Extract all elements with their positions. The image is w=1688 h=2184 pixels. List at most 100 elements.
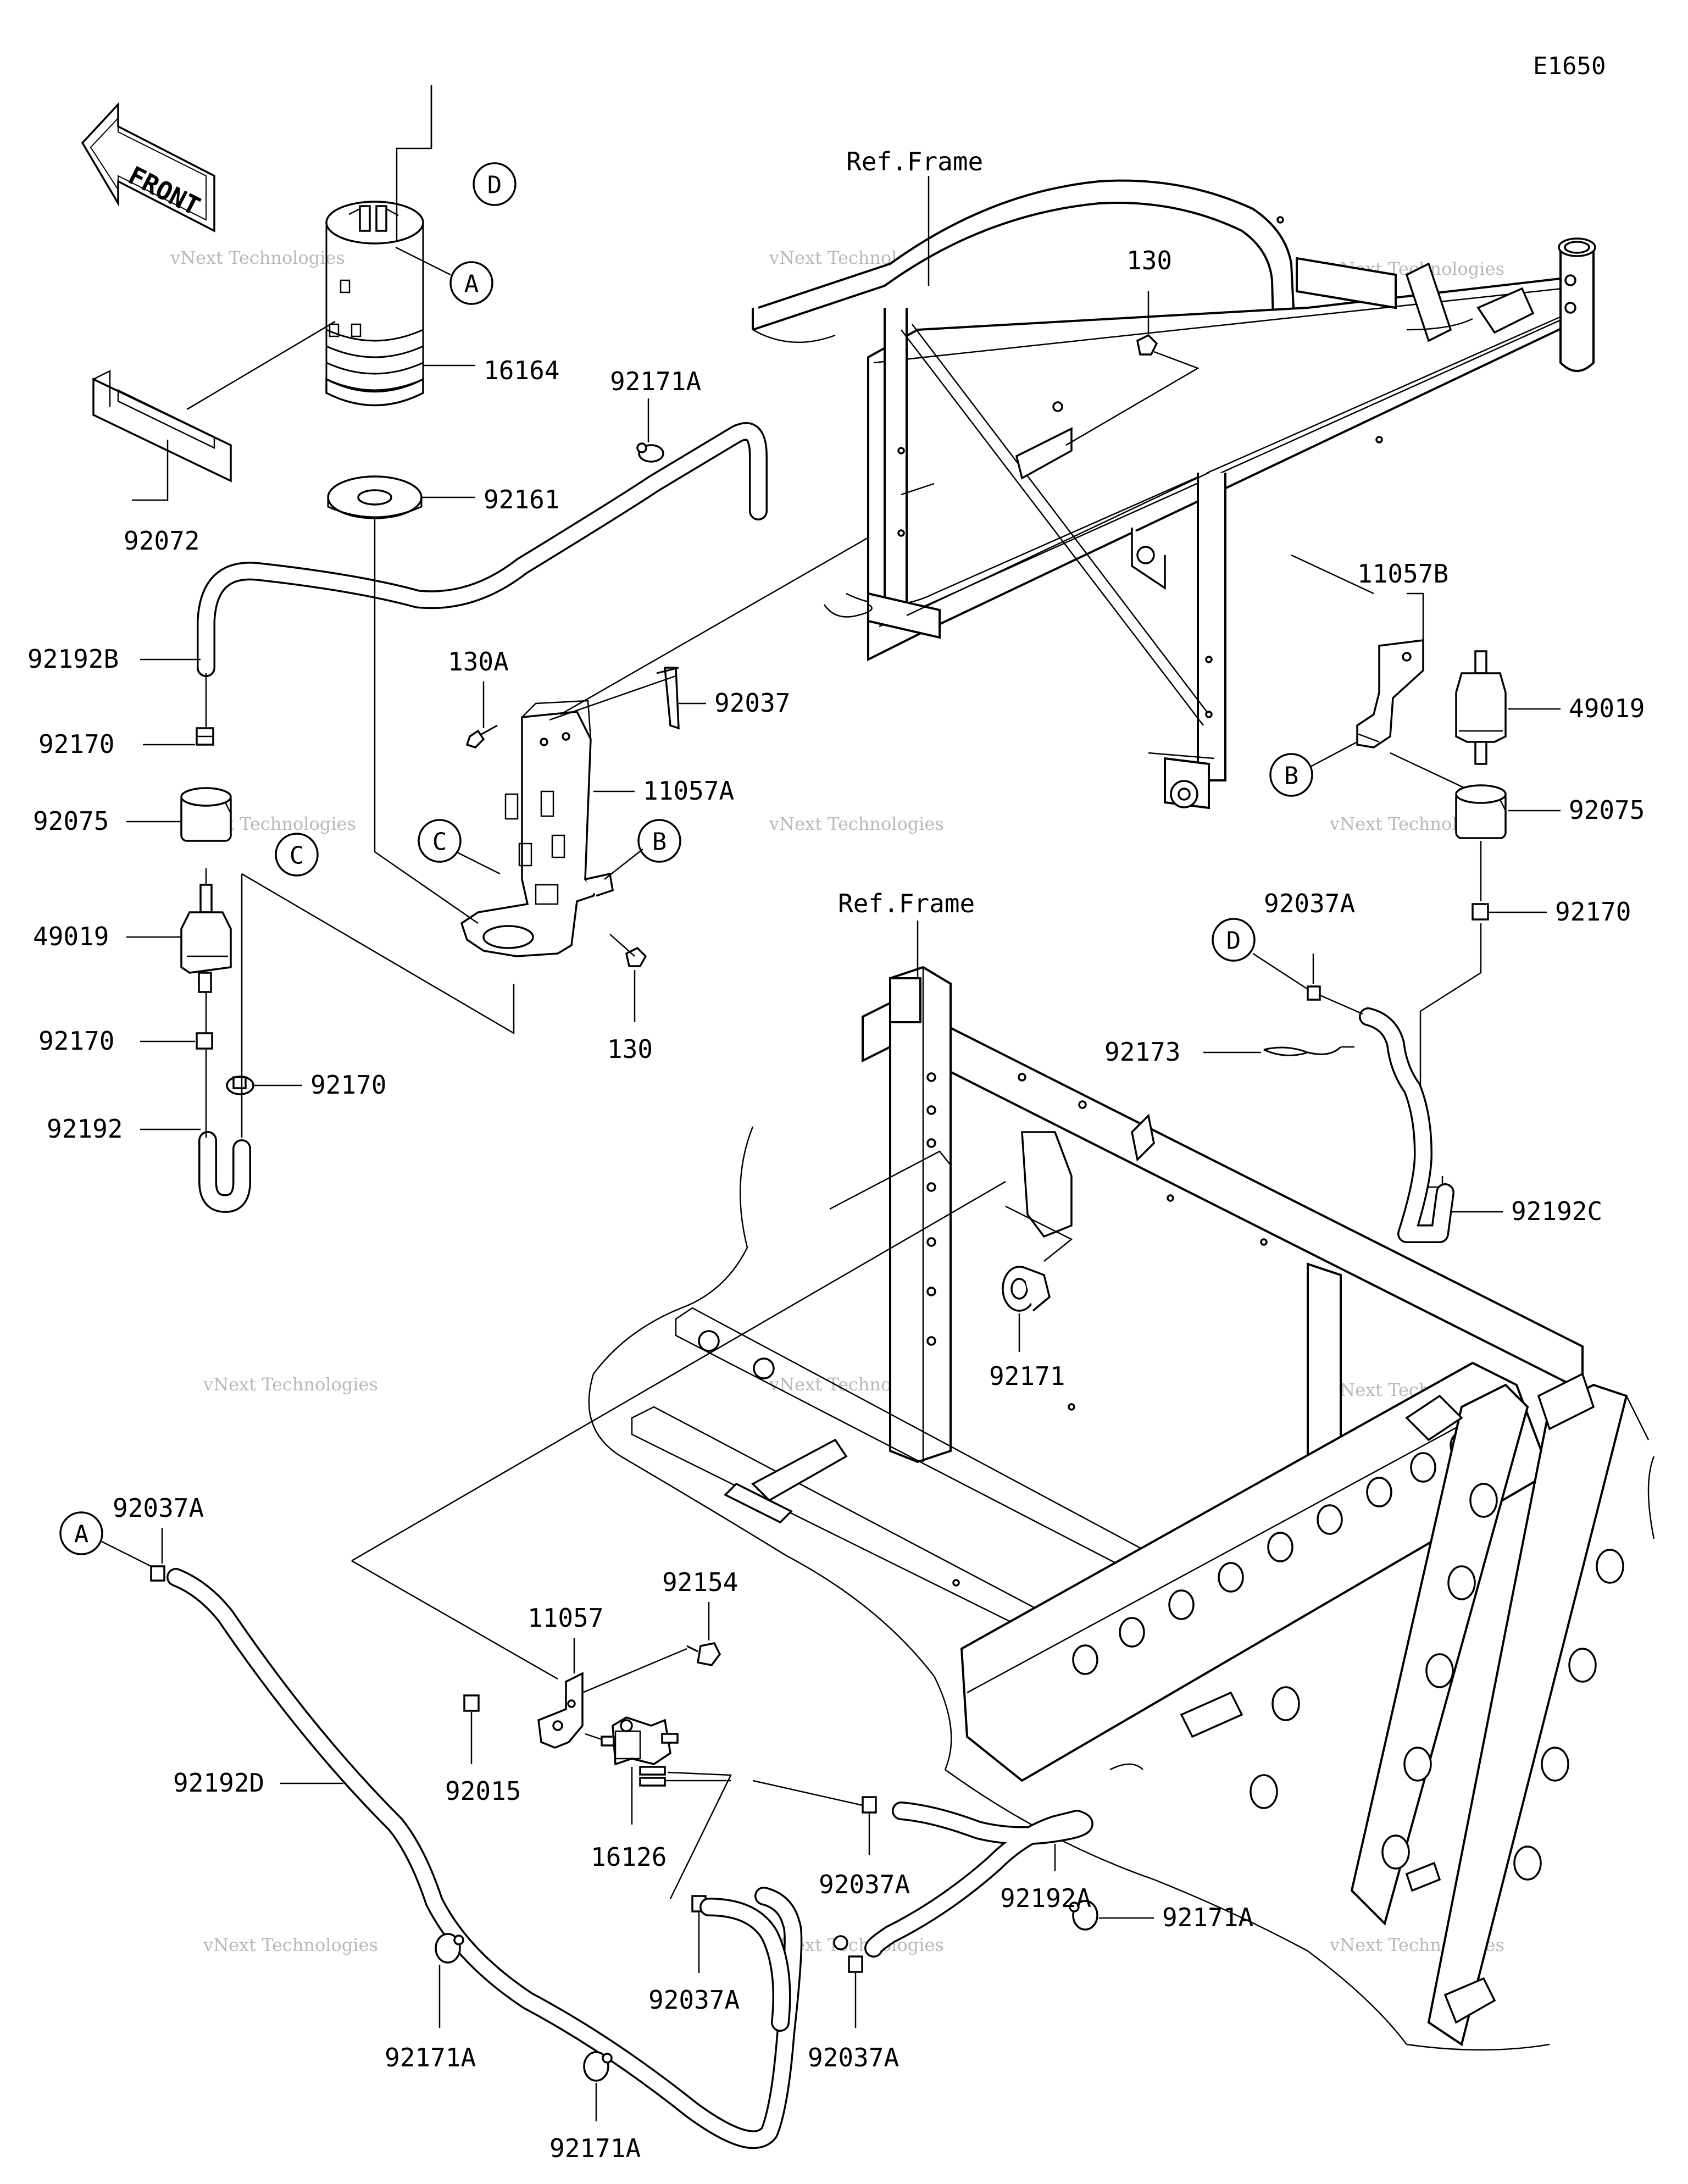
label-92192: 92192 xyxy=(47,1114,123,1144)
clip-92037A-b3 xyxy=(833,1935,863,1973)
ref-frame-label-upper: Ref.Frame xyxy=(846,147,983,176)
clip-92037A-b1 xyxy=(862,1796,877,1814)
callout-C: C xyxy=(418,819,462,863)
watermark: vNext Technologies xyxy=(170,247,345,268)
clamp-92171-mid xyxy=(1002,1266,1051,1312)
svg-text:D: D xyxy=(1226,927,1241,955)
label-130A: 130A xyxy=(448,647,509,677)
hose-92192A xyxy=(864,1801,1093,1958)
watermark: vNext Technologies xyxy=(203,1374,378,1395)
label-92075-right: 92075 xyxy=(1569,795,1645,825)
clamp-92171A-b3 xyxy=(1069,1900,1098,1931)
bolt-92154 xyxy=(686,1642,721,1666)
label-130-mid: 130 xyxy=(607,1034,653,1064)
label-92161: 92161 xyxy=(484,485,559,514)
label-49019-left: 49019 xyxy=(33,922,109,951)
label-92037A-right: 92037A xyxy=(1264,889,1355,918)
clamp-92170-right xyxy=(1472,903,1489,921)
callout-C: C xyxy=(275,833,319,877)
clip-92037 xyxy=(656,667,680,730)
clamp-92170-b xyxy=(196,1032,213,1050)
svg-text:C: C xyxy=(290,842,304,870)
label-92192C: 92192C xyxy=(1511,1196,1602,1226)
grommet-92075-right xyxy=(1455,784,1507,839)
strap-92072 xyxy=(92,369,232,483)
label-49019-right: 49019 xyxy=(1569,694,1645,723)
hose-92192C xyxy=(1359,1007,1454,1243)
svg-text:A: A xyxy=(464,270,479,298)
leader-line xyxy=(186,320,336,411)
gasket-92161 xyxy=(327,475,423,519)
label-92173: 92173 xyxy=(1104,1037,1180,1067)
ref-frame-label-lower: Ref.Frame xyxy=(838,889,975,918)
label-16164: 16164 xyxy=(484,356,559,385)
label-92192D: 92192D xyxy=(173,1768,264,1798)
label-92192B: 92192B xyxy=(27,644,119,674)
diagram-code: E1650 xyxy=(1533,52,1606,80)
callout-B: B xyxy=(1269,753,1313,797)
label-92154: 92154 xyxy=(662,1567,738,1597)
label-92170-b: 92170 xyxy=(38,1026,114,1056)
label-11057B: 11057B xyxy=(1357,559,1448,589)
clamp-92171A xyxy=(636,442,664,463)
watermark-text: vNext Technologies xyxy=(203,1934,378,1955)
callout-A: A xyxy=(59,1511,103,1555)
ref-frame-upper xyxy=(752,179,1596,810)
watermark-text: vNext Technologies xyxy=(769,813,944,834)
label-92171A-b3: 92171A xyxy=(1162,1903,1253,1932)
label-130-top: 130 xyxy=(1126,246,1172,275)
label-92037A-b1: 92037A xyxy=(819,1870,910,1899)
svg-text:C: C xyxy=(432,828,447,856)
nut-92015 xyxy=(463,1694,480,1712)
clip-92037A-right xyxy=(1307,985,1321,1001)
watermark: vNext Technologies xyxy=(769,813,944,834)
label-92171-mid: 92171 xyxy=(989,1361,1065,1391)
bolt-130-mid xyxy=(609,934,647,967)
hose-92192B xyxy=(197,422,768,677)
watermark-text: vNext Technologies xyxy=(203,1374,378,1395)
canister-16164 xyxy=(325,201,424,407)
label-92072: 92072 xyxy=(124,526,199,556)
callout-A: A xyxy=(449,261,493,305)
callout-B: B xyxy=(637,819,681,863)
label-11057: 11057 xyxy=(528,1603,603,1633)
front-arrow-icon: FRONT xyxy=(81,102,215,232)
filter-49019-right xyxy=(1455,650,1507,765)
svg-text:B: B xyxy=(652,828,667,856)
clamp-92170-c xyxy=(226,1076,254,1095)
label-92037A-b2: 92037A xyxy=(648,1985,740,2015)
bracket-11057B xyxy=(1356,639,1424,749)
label-92192A: 92192A xyxy=(1000,1883,1091,1913)
callout-D: D xyxy=(473,162,517,206)
label-92171A-b2: 92171A xyxy=(549,2133,641,2163)
watermark: vNext Technologies xyxy=(203,1934,378,1955)
bolt-130A xyxy=(465,724,498,749)
label-92170-right: 92170 xyxy=(1555,897,1631,927)
grommet-92075-left xyxy=(180,787,232,842)
leader-line xyxy=(132,440,169,501)
svg-text:D: D xyxy=(487,171,502,199)
label-92037A-left: 92037A xyxy=(113,1493,204,1523)
leader-line xyxy=(395,246,451,276)
clip-92037A-left xyxy=(150,1565,165,1582)
svg-text:B: B xyxy=(1284,762,1299,790)
clamp-92170-a xyxy=(196,727,214,746)
tie-92173 xyxy=(1263,1046,1354,1056)
hose-92192 xyxy=(198,1131,251,1213)
bolt-130-top xyxy=(1136,334,1158,356)
label-92171A-top: 92171A xyxy=(610,367,701,396)
bracket-11057 xyxy=(537,1672,584,1749)
clamp-92171A-b2 xyxy=(583,2051,613,2082)
svg-text:A: A xyxy=(74,1521,89,1549)
label-92075-left: 92075 xyxy=(33,806,109,836)
label-11057A: 11057A xyxy=(643,776,734,806)
filter-49019-left xyxy=(180,884,232,993)
label-92171A-b1: 92171A xyxy=(385,2043,476,2072)
ref-frame-lower xyxy=(588,966,1655,2051)
label-92170-c: 92170 xyxy=(310,1070,386,1100)
bracket-11057A xyxy=(460,700,614,957)
label-16126: 16126 xyxy=(591,1842,667,1872)
clamp-92171A-b1 xyxy=(435,1933,464,1964)
